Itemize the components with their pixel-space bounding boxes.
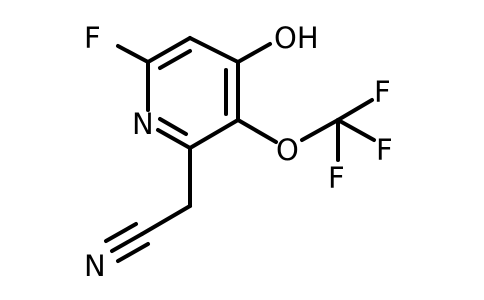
atom-label-cf3-fluorine-bottom: F <box>328 161 345 195</box>
bond-c-f-right <box>336 118 376 142</box>
atom-label-cf3-fluorine-top: F <box>374 75 391 109</box>
bond-c2-c3-inner <box>158 49 192 70</box>
bond-c2-f <box>116 44 150 64</box>
bond-cn-triple-2 <box>104 222 138 243</box>
atom-label-nitrile-nitrogen: N <box>84 249 106 283</box>
bond-cn-triple-3 <box>116 242 150 263</box>
bond-o-cf3 <box>300 118 340 142</box>
bond-c4-oh <box>236 42 272 64</box>
atom-label-fluorine: F <box>84 21 101 55</box>
atom-label-cf3-fluorine-right: F <box>376 133 393 167</box>
atom-label-hydroxyl: OH <box>274 21 319 55</box>
bond-c2-c3 <box>146 36 192 64</box>
pyridine-ring <box>146 36 240 150</box>
bond-c5-c6 <box>188 118 240 150</box>
bond-c-f-top <box>336 98 374 122</box>
bond-cn-triple-1 <box>110 232 144 253</box>
atom-label-ether-oxygen: O <box>276 133 299 167</box>
atom-label-ring-nitrogen: N <box>132 107 154 141</box>
bond-c6-n1-inner <box>158 117 188 136</box>
bond-c3-c4 <box>188 36 240 64</box>
substituent-bonds <box>104 42 376 263</box>
bond-c5-o <box>236 118 278 144</box>
bond-c6-n1 <box>156 128 192 150</box>
atom-labels: F OH N O F F F N <box>84 21 393 283</box>
bond-ch2-cn <box>140 204 192 236</box>
